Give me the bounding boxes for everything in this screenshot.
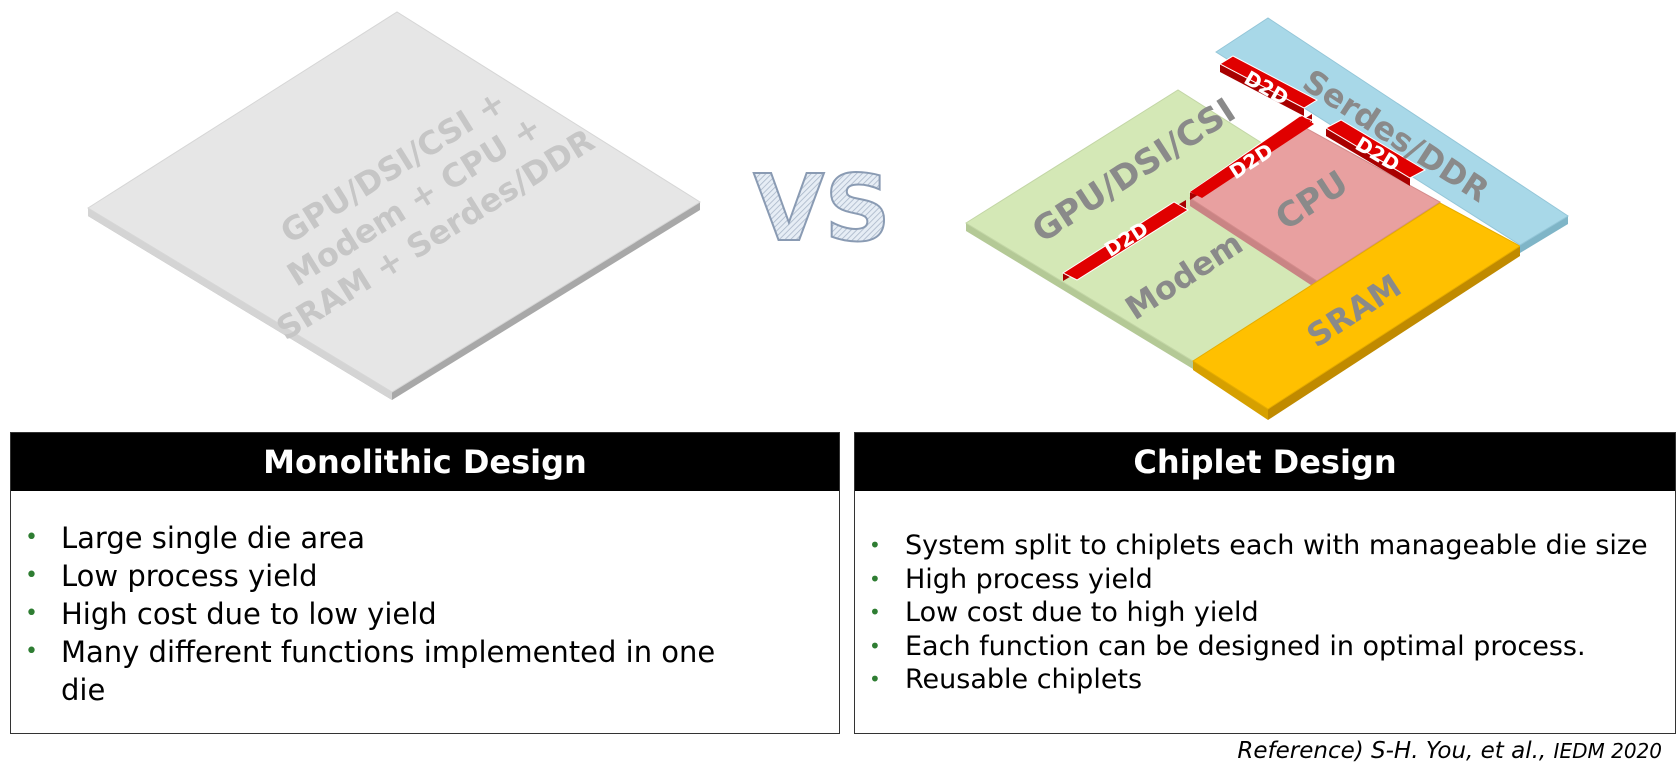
list-item: •Reusable chiplets — [869, 664, 1143, 695]
sram-chiplet — [1192, 202, 1521, 420]
chiplet-title: Chiplet Design — [855, 433, 1675, 491]
bullet-dot: • — [869, 533, 881, 557]
reference-text: Reference) S-H. You, et al., — [1237, 738, 1554, 764]
reference-venue: IEDM 2020 — [1553, 739, 1662, 763]
list-item: •High cost due to low yield — [25, 597, 437, 631]
monolithic-bullet-list: •Large single die area •Low process yiel… — [25, 519, 819, 709]
bullet-dot: • — [869, 633, 881, 658]
reference-citation: Reference) S-H. You, et al., IEDM 2020 — [1237, 738, 1662, 764]
list-item: •Low cost due to high yield — [869, 597, 1259, 628]
list-item: •High process yield — [869, 563, 1153, 595]
bullet-dot: • — [25, 563, 38, 588]
chiplet-bullet-list: •System split to chiplets each with mana… — [869, 529, 1665, 697]
d2d-bar-3: D2D — [1324, 119, 1427, 186]
list-item: •System split to chiplets each with mana… — [869, 530, 1648, 561]
d2d-bar-2: D2D — [1188, 114, 1314, 200]
chiplet-die: D2D D2D D2D D2D GPU/DSI/CSI Modem CPU Se… — [965, 17, 1569, 420]
list-item: •Low process yield — [25, 559, 318, 593]
monolithic-panel: Monolithic Design •Large single die area… — [10, 432, 840, 734]
bullet-dot: • — [25, 639, 38, 664]
dies-illustration: GPU/DSI/CSI + Modem + CPU + SRAM + Serde… — [87, 11, 1569, 420]
list-item: •Many different functions implemented in… — [25, 635, 716, 707]
bullet-dot: • — [869, 667, 881, 691]
monolithic-title: Monolithic Design — [11, 433, 839, 491]
bullet-dot: • — [25, 601, 38, 626]
vs-label: VS — [753, 155, 890, 262]
chiplet-panel: Chiplet Design •System split to chiplets… — [854, 432, 1676, 734]
list-item: •Each function can be designed in optima… — [869, 630, 1586, 662]
monolithic-body: •Large single die area •Low process yiel… — [11, 491, 839, 733]
serdes-ddr-chiplet — [1215, 17, 1569, 253]
list-item: •Large single die area — [25, 521, 366, 555]
chiplet-body: •System split to chiplets each with mana… — [855, 491, 1675, 733]
bullet-dot: • — [25, 525, 38, 550]
bullet-dot: • — [869, 566, 881, 591]
bullet-dot: • — [869, 600, 881, 624]
monolithic-die: GPU/DSI/CSI + Modem + CPU + SRAM + Serde… — [87, 11, 701, 400]
